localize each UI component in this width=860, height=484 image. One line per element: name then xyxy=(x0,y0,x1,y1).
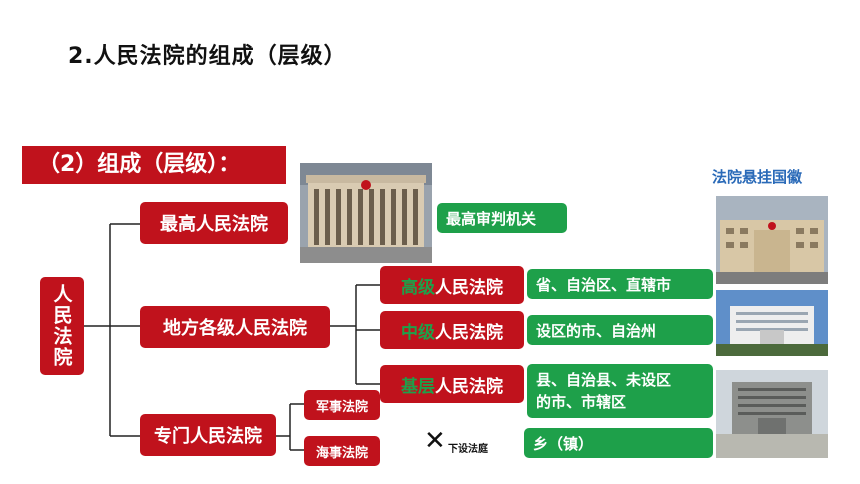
node-maritime-court: 海事法院 xyxy=(304,436,380,466)
root-node-people-court: 人民法院 xyxy=(40,277,84,375)
high-court-suffix: 人民法院 xyxy=(435,277,503,298)
intermediate-court-desc: 设区的市、自治州 xyxy=(527,315,713,345)
page-title: 2.人民法院的组成（层级） xyxy=(68,44,347,69)
node-supreme-court: 最高人民法院 xyxy=(140,202,288,244)
node-special-courts: 专门人民法院 xyxy=(140,414,276,456)
supreme-court-building-image xyxy=(300,163,432,263)
intermediate-court-suffix: 人民法院 xyxy=(435,322,503,343)
basic-court-suffix: 人民法院 xyxy=(435,376,503,397)
township-desc: 乡（镇） xyxy=(524,428,713,458)
node-high-court: 高级人民法院 xyxy=(380,266,524,304)
node-military-court: 军事法院 xyxy=(304,390,380,420)
supreme-court-desc: 最高审判机关 xyxy=(437,203,567,233)
node-local-courts: 地方各级人民法院 xyxy=(140,306,330,348)
intermediate-court-photo xyxy=(716,290,828,356)
basic-court-building-image xyxy=(716,370,828,458)
no-tribunal-note: 下设法庭 xyxy=(448,444,488,455)
intermediate-court-building-image xyxy=(716,290,828,356)
intermediate-court-prefix: 中级 xyxy=(401,322,435,343)
high-court-building-image xyxy=(716,196,828,284)
node-basic-court: 基层人民法院 xyxy=(380,365,524,403)
section-subtitle: （2）组成（层级）： xyxy=(22,146,286,184)
high-court-prefix: 高级 xyxy=(401,277,435,298)
high-court-photo xyxy=(716,196,828,284)
basic-court-desc: 县、自治县、未设区的市、市辖区 xyxy=(527,364,713,418)
cross-icon: ✕ xyxy=(424,426,446,456)
basic-court-photo xyxy=(716,370,828,458)
high-court-desc: 省、自治区、直辖市 xyxy=(527,269,713,299)
node-intermediate-court: 中级人民法院 xyxy=(380,311,524,349)
emblem-label: 法院悬挂国徽 xyxy=(712,168,803,186)
basic-court-prefix: 基层 xyxy=(401,376,435,397)
supreme-court-photo xyxy=(300,163,432,263)
